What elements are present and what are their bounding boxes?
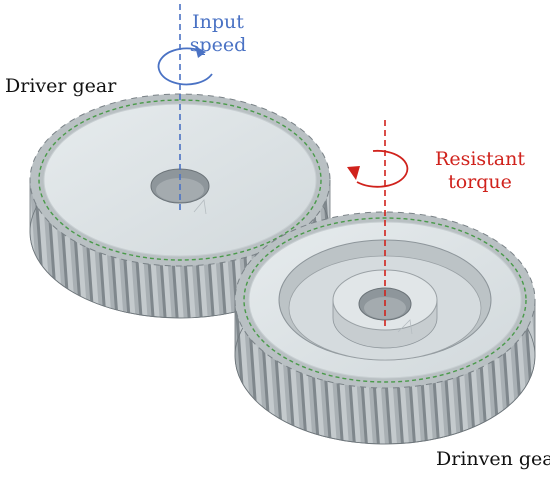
driver-gear-label: Driver gear	[5, 75, 117, 97]
driver-pitch-circle	[38, 99, 322, 261]
clockwise-arrow-icon	[347, 149, 409, 188]
driven-gear	[234, 211, 536, 445]
resistant-label-line1: Resistant	[435, 148, 525, 170]
input-speed-label: Input speed	[180, 11, 256, 57]
resistant-torque-label: Resistant torque	[425, 148, 535, 194]
input-label-line2: speed	[189, 34, 247, 56]
counterclockwise-arrow-icon	[157, 46, 213, 86]
input-label-line1: Input	[192, 11, 244, 33]
resistant-label-line2: torque	[448, 171, 512, 193]
driven-pitch-circle	[243, 217, 527, 383]
driven-gear-label: Drinven gear	[436, 448, 550, 470]
